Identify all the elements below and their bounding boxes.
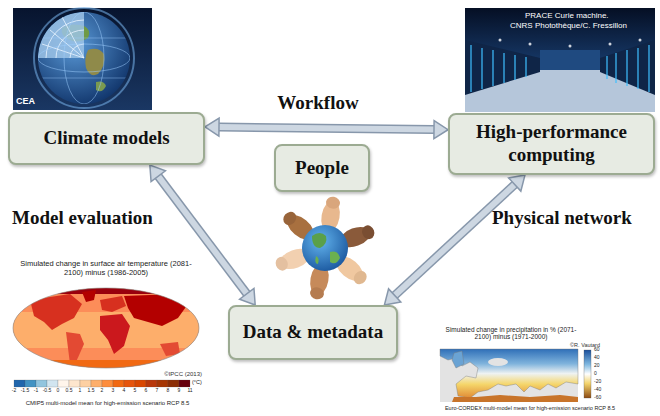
arrow-head	[434, 121, 448, 139]
double-arrow	[205, 118, 448, 139]
land	[100, 314, 130, 354]
grid-line	[64, 12, 104, 104]
arrow-shaft	[219, 127, 434, 130]
map-caption: Euro-CORDEX multi-model mean for high-em…	[425, 405, 635, 411]
double-arrow	[150, 165, 255, 305]
edge-label: Physical network	[492, 207, 632, 229]
continent	[312, 233, 326, 248]
process-box: High-performance computing	[448, 113, 655, 175]
tick-label: 5	[134, 388, 137, 394]
land	[124, 294, 188, 326]
tick-label: 0.5	[66, 388, 73, 394]
edge-label: Workflow	[277, 92, 358, 114]
node-label: Climate models	[43, 127, 169, 150]
image-credit: CEA	[16, 96, 35, 106]
tick-label: -1	[34, 388, 38, 394]
process-box: People	[274, 144, 370, 192]
tick-label: -40	[594, 387, 601, 393]
arrow-head	[509, 175, 525, 191]
tick-label: 40	[594, 355, 600, 361]
antarctica	[10, 360, 205, 370]
arrow-shaft-outline	[219, 127, 434, 130]
tick-label: -0.5	[43, 388, 52, 394]
tick-label: -1.5	[21, 388, 30, 394]
north-africa	[452, 395, 578, 402]
tick-label: 11	[187, 388, 192, 394]
node-label: People	[295, 157, 349, 180]
double-arrow	[384, 175, 525, 305]
continent	[315, 256, 318, 264]
photo-credit: CNRS Photothèque/C. Fressillon	[510, 21, 627, 30]
precipitation-map	[440, 349, 591, 402]
arrow-shaft-outline	[395, 185, 515, 296]
tick-label: 6	[145, 388, 148, 394]
british-isles	[452, 351, 464, 368]
tick-label: 1.5	[88, 388, 95, 394]
unit-label: (°C)	[192, 379, 202, 385]
grid-line	[38, 38, 130, 78]
land	[30, 294, 82, 330]
tick-label: 3	[112, 388, 115, 394]
earth	[302, 225, 348, 271]
cabinet-row	[465, 40, 540, 95]
arrow-shaft	[395, 185, 515, 296]
color-bar	[14, 380, 190, 387]
ceiling-lights	[499, 39, 642, 48]
land	[66, 332, 84, 364]
sea	[488, 358, 508, 366]
back-wall	[540, 50, 600, 70]
tick-label: 0	[57, 388, 60, 394]
tick-label: 7	[156, 388, 159, 394]
node-label: High-performance computing	[458, 121, 645, 167]
globe	[38, 12, 130, 104]
map-caption: CMIP5 multi-model mean for high-emission…	[8, 400, 207, 407]
cabinet-lights	[471, 45, 649, 92]
tick-label: 9	[178, 388, 181, 394]
map-title: Simulated change in surface air temperat…	[15, 260, 197, 277]
arrow-head	[205, 118, 219, 136]
europe-land	[440, 349, 578, 398]
process-box: Data & metadata	[228, 305, 398, 360]
image-ground	[13, 8, 152, 110]
arrow-shaft	[158, 176, 247, 294]
edge-label: Model evaluation	[12, 207, 153, 229]
tick-label: 1	[79, 388, 82, 394]
sea	[440, 349, 578, 402]
tick-label: 0	[594, 371, 597, 377]
tick-label: -2	[12, 388, 16, 394]
copyright-note: ©IPCC (2013)	[164, 371, 202, 378]
map-title: Simulated change in precipitation in % (…	[440, 326, 582, 341]
tick-label: -60	[594, 395, 601, 401]
grid-line	[38, 44, 130, 72]
arrow-head	[240, 288, 256, 305]
land	[82, 290, 96, 302]
tick-label: 8	[167, 388, 170, 394]
process-box: Climate models	[8, 112, 205, 165]
globe-land	[38, 12, 130, 104]
tick-label: 2	[101, 388, 104, 394]
globe-model-image	[13, 8, 152, 110]
map-outline	[13, 288, 199, 368]
arrow-head	[384, 289, 400, 305]
tick-label: 4	[123, 388, 126, 394]
photo-credit: PRACE Curie machine.	[525, 11, 609, 20]
tick-label: 60	[594, 347, 600, 353]
arrow-head	[150, 165, 166, 182]
arrow-shaft-outline	[158, 176, 247, 294]
arctic	[10, 286, 205, 294]
land	[100, 296, 126, 312]
continent	[330, 252, 340, 264]
supercomputer-photo	[465, 8, 655, 112]
ocean	[10, 286, 205, 370]
color-bar	[584, 350, 591, 398]
image-ground	[465, 8, 655, 112]
tick-label: 20	[594, 363, 600, 369]
temperature-map	[10, 286, 205, 387]
hands-globe-image	[273, 195, 377, 301]
node-label: Data & metadata	[243, 321, 383, 344]
tick-label: -20	[594, 379, 601, 385]
atmosphere-ring	[34, 8, 134, 108]
